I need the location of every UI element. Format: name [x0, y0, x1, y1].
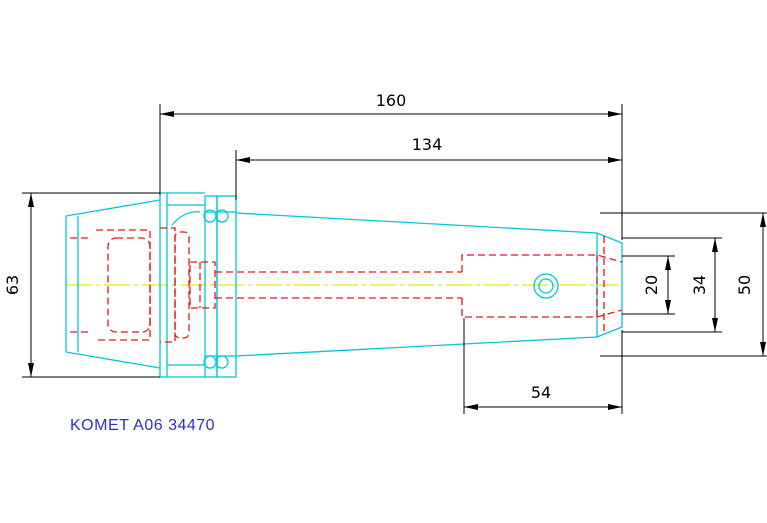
dimension-shank-diameter: 50	[735, 275, 754, 295]
dimension-taper-length: 134	[412, 135, 443, 154]
dimension-bore-diameter: 20	[642, 275, 661, 295]
dimension-overall-length: 160	[376, 91, 407, 110]
part-number-caption: KOMET A06 34470	[70, 417, 215, 434]
dimension-bore-depth: 54	[531, 383, 551, 402]
dimension-lines	[22, 104, 767, 414]
hidden-lines	[70, 227, 623, 343]
dimension-flange-diameter: 63	[3, 275, 22, 295]
dimension-nose-diameter: 34	[690, 275, 709, 295]
tool-outline	[65, 192, 623, 378]
